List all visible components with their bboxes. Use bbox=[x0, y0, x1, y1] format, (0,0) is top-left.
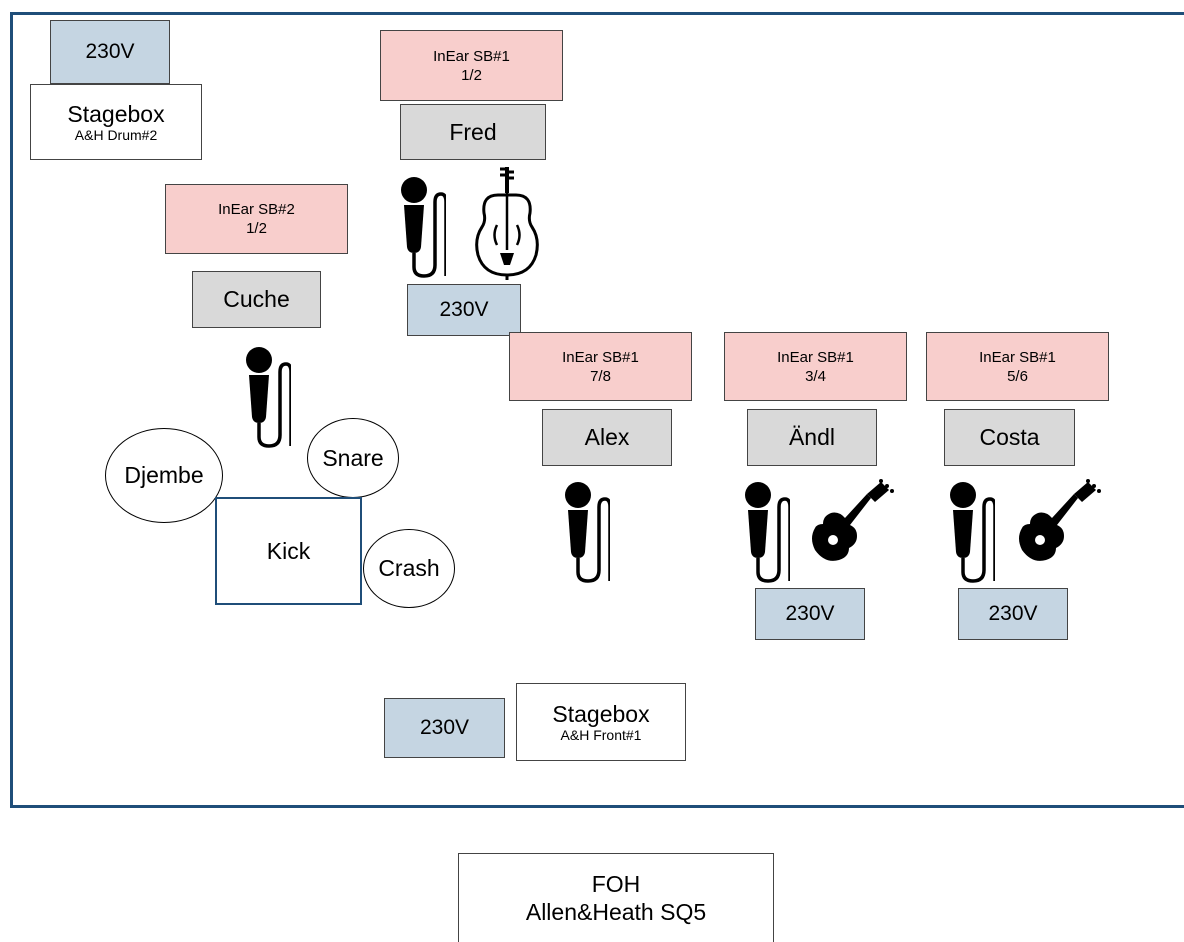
inear-fred: InEar SB#1 1/2 bbox=[380, 30, 563, 101]
microphone-icon bbox=[945, 480, 995, 585]
name-fred: Fred bbox=[400, 104, 546, 160]
power-costa: 230V bbox=[958, 588, 1068, 640]
inear-cuche: InEar SB#2 1/2 bbox=[165, 184, 348, 254]
acoustic-guitar-icon bbox=[1012, 478, 1102, 568]
inear-cuche-line2: 1/2 bbox=[246, 220, 267, 237]
inear-alex: InEar SB#1 7/8 bbox=[509, 332, 692, 401]
inear-andl-line1: InEar SB#1 bbox=[777, 348, 854, 366]
snare: Snare bbox=[307, 418, 399, 498]
power-front: 230V bbox=[384, 698, 505, 758]
inear-fred-line1: InEar SB#1 bbox=[433, 47, 510, 65]
power-drum: 230V bbox=[50, 20, 170, 84]
microphone-icon bbox=[241, 345, 291, 450]
microphone-icon bbox=[560, 480, 610, 585]
power-andl: 230V bbox=[755, 588, 865, 640]
inear-cuche-line1: InEar SB#2 bbox=[218, 201, 295, 218]
name-costa: Costa bbox=[944, 409, 1075, 466]
inear-costa: InEar SB#1 5/6 bbox=[926, 332, 1109, 401]
foh-line1: FOH bbox=[591, 871, 641, 897]
microphone-icon bbox=[396, 175, 446, 280]
power-fred: 230V bbox=[407, 284, 521, 336]
stagebox-front-sub: A&H Front#1 bbox=[560, 726, 642, 743]
inear-alex-line1: InEar SB#1 bbox=[562, 348, 639, 366]
stagebox-drum: Stagebox A&H Drum#2 bbox=[30, 84, 202, 160]
name-alex: Alex bbox=[542, 409, 672, 466]
inear-fred-line2: 1/2 bbox=[461, 66, 482, 84]
cello-icon bbox=[472, 165, 542, 280]
crash: Crash bbox=[363, 529, 455, 608]
acoustic-guitar-icon bbox=[805, 478, 895, 568]
stagebox-front-title: Stagebox bbox=[552, 700, 650, 727]
stagebox-drum-title: Stagebox bbox=[67, 100, 165, 127]
inear-costa-line2: 5/6 bbox=[1007, 367, 1028, 385]
name-andl: Ändl bbox=[747, 409, 877, 466]
microphone-icon bbox=[740, 480, 790, 585]
inear-andl: InEar SB#1 3/4 bbox=[724, 332, 907, 401]
inear-costa-line1: InEar SB#1 bbox=[979, 348, 1056, 366]
stagebox-front: Stagebox A&H Front#1 bbox=[516, 683, 686, 761]
stage-area bbox=[10, 12, 1184, 808]
inear-alex-line2: 7/8 bbox=[590, 367, 611, 385]
foh-line2: Allen&Heath SQ5 bbox=[525, 899, 707, 925]
name-cuche: Cuche bbox=[192, 271, 321, 328]
djembe: Djembe bbox=[105, 428, 223, 523]
kick: Kick bbox=[215, 497, 362, 605]
stagebox-drum-sub: A&H Drum#2 bbox=[74, 126, 158, 143]
inear-andl-line2: 3/4 bbox=[805, 367, 826, 385]
foh-console: FOH Allen&Heath SQ5 bbox=[458, 853, 774, 942]
